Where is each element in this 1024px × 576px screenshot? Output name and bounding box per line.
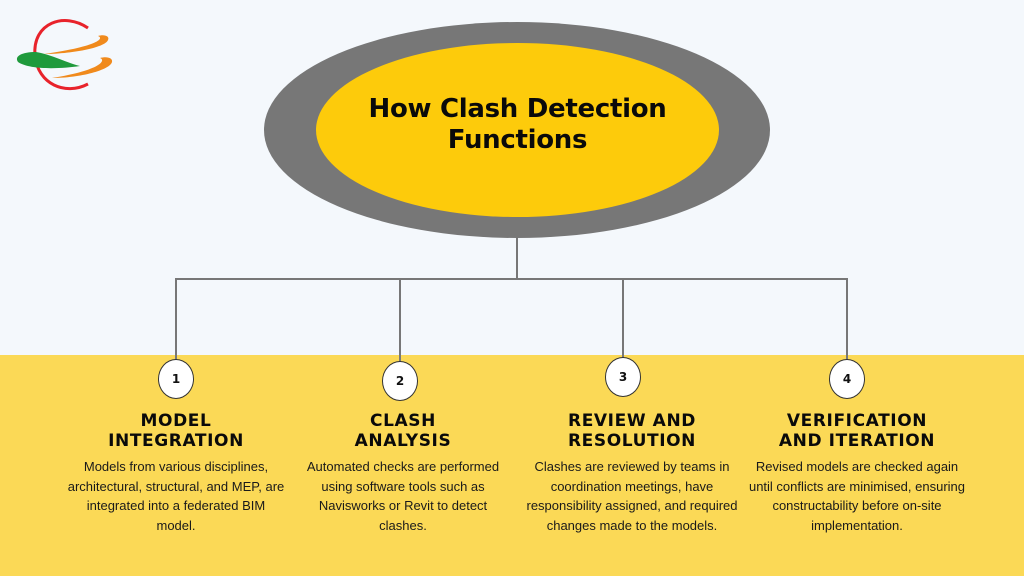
step-number-badge: 3	[605, 357, 641, 397]
step-description: Clashes are reviewed by teams in coordin…	[526, 459, 738, 533]
step-heading: CLASH ANALYSIS	[354, 411, 452, 451]
step-verification-and-iteration: VERIFICATION AND ITERATION Revised model…	[742, 411, 972, 535]
step-heading: MODEL INTEGRATION	[108, 411, 244, 451]
company-logo-icon	[16, 19, 113, 91]
step-description: Revised models are checked again until c…	[748, 459, 966, 533]
step-heading: REVIEW AND RESOLUTION	[567, 411, 697, 451]
connector-branch-4	[846, 278, 848, 362]
step-review-and-resolution: REVIEW AND RESOLUTION Clashes are review…	[517, 411, 747, 535]
step-number-badge: 4	[829, 359, 865, 399]
connector-branch-2	[399, 278, 401, 364]
step-number-badge: 2	[382, 361, 418, 401]
diagram-title: How Clash Detection Functions	[368, 94, 667, 155]
title-ellipse: How Clash Detection Functions	[316, 43, 719, 217]
connector-trunk	[516, 238, 518, 279]
step-model-integration: MODEL INTEGRATION Models from various di…	[61, 411, 291, 535]
step-description: Models from various disciplines, archite…	[67, 459, 285, 533]
connector-branch-1	[175, 278, 177, 362]
step-description: Automated checks are performed using sof…	[306, 459, 500, 533]
step-heading: VERIFICATION AND ITERATION	[778, 411, 936, 451]
connector-horizontal	[175, 278, 848, 280]
step-number-badge: 1	[158, 359, 194, 399]
connector-branch-3	[622, 278, 624, 360]
step-clash-analysis: CLASH ANALYSIS Automated checks are perf…	[288, 411, 518, 535]
